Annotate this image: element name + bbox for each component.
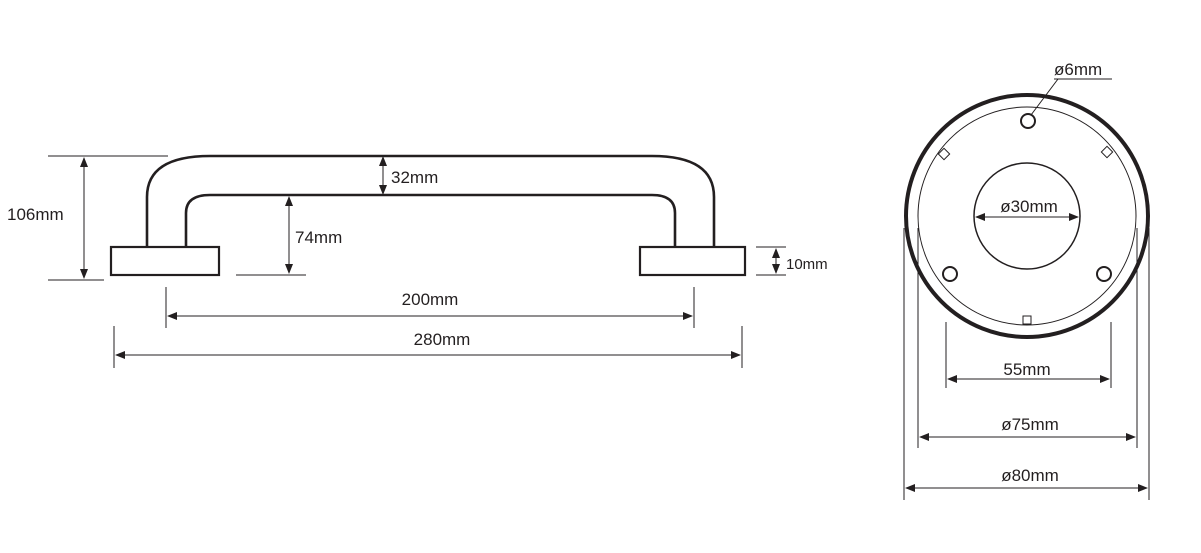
locating-tab-upper-right [1100, 145, 1114, 159]
outer-diameter-label: ø80mm [1001, 466, 1059, 485]
base-thickness-label: 10mm [786, 256, 828, 273]
screw-hole-label: ø6mm [1054, 60, 1102, 79]
tube-diameter-label: 32mm [391, 168, 438, 187]
height-label: 106mm [7, 205, 64, 224]
grab-bar-outer-outline [145, 154, 716, 247]
inner-diameter-label: ø75mm [1001, 415, 1059, 434]
left-base-plate [109, 245, 221, 277]
grab-bar-inner-outline [184, 193, 677, 247]
length-label: 280mm [414, 330, 471, 349]
clearance-label: 74mm [295, 228, 342, 247]
locating-tab-bottom [1022, 315, 1032, 325]
screw-hole-top [1020, 113, 1036, 129]
hole-spacing-label: 55mm [1003, 360, 1050, 379]
centers-label: 200mm [402, 290, 459, 309]
outer-rosette-circle [904, 93, 1150, 339]
locating-tab-upper-left [937, 147, 951, 161]
front-view: ø6mm ø30mm 55mm ø75mm ø80mm [903, 60, 1150, 500]
right-base-plate [638, 245, 747, 277]
screw-hole-right [1096, 266, 1112, 282]
side-view: 106mm 32mm 74mm 10mm 200mm 280mm [7, 154, 828, 368]
screw-hole-left [942, 266, 958, 282]
screw-hole-leader [1030, 78, 1059, 116]
tube-opening-label: ø30mm [1000, 197, 1058, 216]
tube-opening-circle [973, 162, 1081, 270]
inner-rosette-circle [917, 106, 1137, 326]
